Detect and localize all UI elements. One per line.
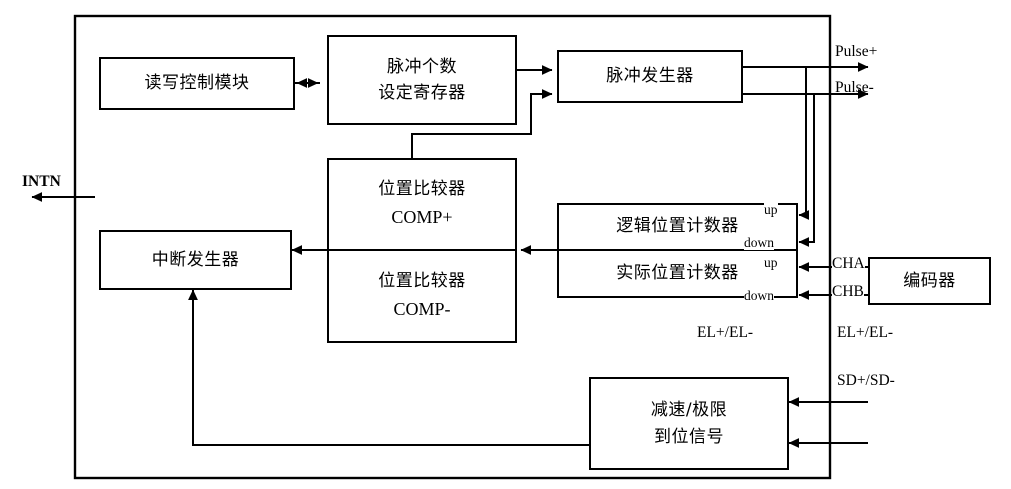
block-limit-signal[interactable]: 减速/极限 到位信号 <box>589 377 789 470</box>
block-read-write-control-label: 读写控制模块 <box>144 73 250 94</box>
block-limit-signal-label-line1: 减速/极限 <box>650 400 728 421</box>
block-comparator-minus-label-cn: 位置比较器 <box>378 270 466 291</box>
block-encoder[interactable]: 编码器 <box>868 257 991 305</box>
wire-pulse-plus-to-logic-up <box>798 67 809 220</box>
signal-label-chb: CHB <box>832 283 864 300</box>
pin-label-logic-down: down <box>744 235 774 250</box>
block-pulse-generator-label: 脉冲发生器 <box>606 66 694 87</box>
block-interrupt-generator[interactable]: 中断发生器 <box>99 230 292 290</box>
block-limit-signal-label-line2: 到位信号 <box>654 426 724 447</box>
block-comparator-plus-label-lat: COMP+ <box>391 207 453 228</box>
pin-label-real-up: up <box>764 255 778 270</box>
signal-label-cha: CHA <box>832 255 865 272</box>
block-comparator-minus[interactable]: 位置比较器 COMP- <box>329 251 515 342</box>
block-logic-position-counter-label: 逻辑位置计数器 <box>616 216 739 237</box>
block-encoder-label: 编码器 <box>903 270 956 291</box>
block-real-position-counter[interactable]: 实际位置计数器 <box>559 251 796 297</box>
chip-boundary-rect <box>73 14 832 480</box>
signal-label-pulse-plus: Pulse+ <box>835 43 878 60</box>
block-pulse-count-register[interactable]: 脉冲个数 设定寄存器 <box>327 35 517 125</box>
signal-label-el-outer: EL+/EL- <box>837 324 894 341</box>
block-comparator-plus[interactable]: 位置比较器 COMP+ <box>329 160 515 251</box>
wire-pulse-minus-to-logic-down <box>798 94 815 247</box>
signal-label-intn: INTN <box>22 173 61 190</box>
block-pulse-count-register-label-line1: 脉冲个数 <box>387 56 457 77</box>
block-logic-position-counter[interactable]: 逻辑位置计数器 <box>559 205 796 251</box>
block-position-counters[interactable]: 逻辑位置计数器 实际位置计数器 <box>557 203 798 298</box>
block-comparator-minus-label-lat: COMP- <box>393 298 451 319</box>
block-interrupt-generator-label: 中断发生器 <box>151 249 240 270</box>
block-comparator-plus-label-cn: 位置比较器 <box>378 179 466 200</box>
block-pulse-generator[interactable]: 脉冲发生器 <box>557 50 743 103</box>
block-position-comparator[interactable]: 位置比较器 COMP+ 位置比较器 COMP- <box>327 158 517 343</box>
pin-label-logic-up: up <box>764 202 778 217</box>
block-pulse-count-register-label-line2: 设定寄存器 <box>378 83 466 103</box>
pin-label-real-down: down <box>744 288 774 303</box>
block-real-position-counter-label: 实际位置计数器 <box>616 262 739 283</box>
signal-label-el-inner: EL+/EL- <box>697 324 754 341</box>
wire-comparator-to-pulsegen <box>411 89 553 158</box>
wire-limit-to-intgen <box>188 289 592 446</box>
signal-label-sd: SD+/SD- <box>837 372 895 389</box>
block-read-write-control[interactable]: 读写控制模块 <box>99 57 295 110</box>
signal-label-pulse-minus: Pulse- <box>835 79 874 96</box>
